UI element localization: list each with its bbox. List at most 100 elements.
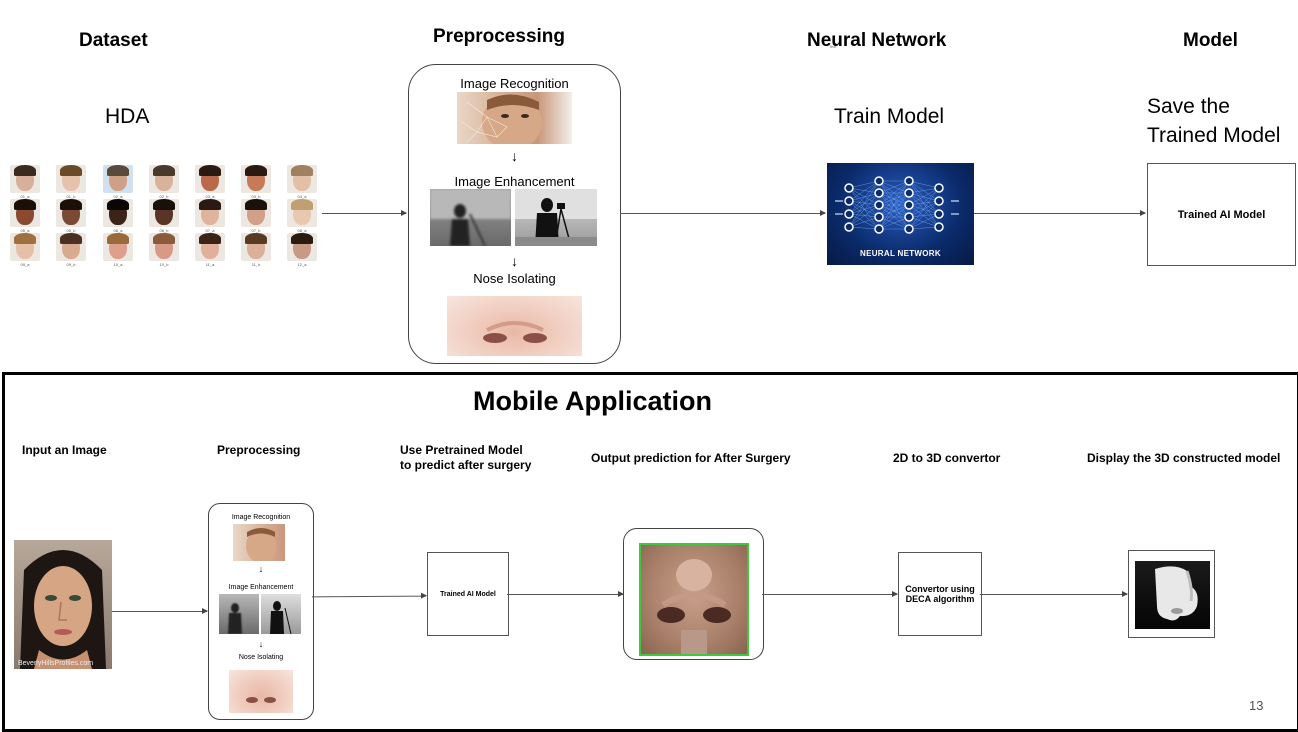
face-hair — [14, 233, 36, 244]
nn-node — [904, 212, 914, 222]
dataset-face-thumb — [10, 199, 40, 227]
output-prediction-panel — [623, 528, 764, 660]
dataset-face-thumb — [241, 233, 271, 261]
input-image-watermark: BeverlyHillsProfiles.com — [18, 660, 94, 667]
face-hair — [14, 199, 36, 210]
face-hair — [60, 233, 82, 244]
face-recognition-image — [457, 92, 572, 144]
arrow-dataset-to-preprocessing — [322, 210, 407, 216]
dataset-face-caption: 09_a — [20, 262, 30, 267]
step-display-label: Display the 3D constructed model — [1087, 451, 1281, 465]
mobile-application-title: Mobile Application — [473, 386, 712, 416]
down-arrow-1: ↓ — [511, 148, 518, 164]
dataset-face-caption: 11_a — [205, 262, 215, 267]
step-output-label: Output prediction for After Surgery — [591, 451, 791, 465]
mobile-image-enhancement-label: Image Enhancement — [228, 584, 294, 591]
arrow-nn-to-model — [974, 210, 1146, 216]
dataset-face-thumb — [195, 165, 225, 193]
arrow-preprocessing-to-nn — [620, 210, 826, 216]
face-hair — [291, 165, 313, 176]
dataset-face-caption: 05_b — [66, 228, 76, 233]
enhanced-cameraman-image — [515, 189, 597, 246]
dataset-face-caption: 10_a — [113, 262, 123, 267]
mobile-face-recognition-image — [233, 524, 285, 561]
dataset-face-caption: 07_b — [251, 228, 261, 233]
save-model-line1: Save the — [1147, 95, 1230, 118]
nn-node — [904, 200, 914, 210]
dataset-face-thumb — [149, 199, 179, 227]
dataset-title: Dataset — [79, 30, 148, 51]
nn-node — [934, 196, 944, 206]
nn-node — [904, 176, 914, 186]
preprocessing-title: Preprocessing — [433, 26, 565, 47]
step-input-label: Input an Image — [22, 443, 107, 457]
mobile-trained-ai-model-box: Trained AI Model — [427, 552, 509, 636]
arrow-input-to-preprocessing — [112, 608, 208, 614]
mobile-nose-isolating-label: Nose Isolating — [238, 654, 284, 661]
face-hair — [153, 199, 175, 210]
face-hair — [107, 233, 129, 244]
dataset-face-caption: 06_a — [113, 228, 123, 233]
dataset-face-caption: 12_a — [297, 262, 307, 267]
arrow-output-to-convertor — [762, 591, 898, 597]
nn-node — [874, 224, 884, 234]
dataset-face-thumb — [149, 233, 179, 261]
face-hair — [245, 199, 267, 210]
step-use-model-label: Use Pretrained Model to predict after su… — [400, 443, 531, 473]
dataset-face-thumb — [103, 199, 133, 227]
dataset-face-thumb — [56, 199, 86, 227]
dataset-face-caption: 11_b — [251, 262, 261, 267]
dataset-face-caption: 07_a — [205, 228, 215, 233]
nn-node — [874, 188, 884, 198]
output-nose-image — [639, 543, 749, 656]
nn-node — [874, 200, 884, 210]
dataset-face-caption: 03_b — [251, 194, 261, 199]
display-3d-model-box — [1128, 550, 1215, 638]
image-recognition-label: Image Recognition — [460, 76, 569, 91]
mobile-nose-isolated-image — [229, 670, 293, 713]
dataset-face-caption: 02_a — [113, 194, 123, 199]
dataset-face-thumb — [241, 165, 271, 193]
nn-node — [904, 224, 914, 234]
arrow-convertor-to-display — [980, 591, 1128, 597]
step-convertor-label: 2D to 3D convertor — [893, 451, 1001, 465]
face-hair — [153, 233, 175, 244]
3d-nose-render-image — [1135, 561, 1210, 629]
input-face-image: BeverlyHillsProfiles.com — [14, 540, 112, 669]
nn-node — [934, 222, 944, 232]
blurred-cameraman-image — [430, 189, 511, 246]
nose-isolating-label: Nose Isolating — [473, 271, 556, 286]
save-model-line2: Trained Model — [1147, 124, 1281, 147]
nn-node — [844, 209, 854, 219]
dataset-face-caption: 10_b — [159, 262, 169, 267]
dataset-face-caption: 05_a — [20, 228, 30, 233]
mobile-image-recognition-label: Image Recognition — [231, 514, 291, 521]
hda-label: HDA — [105, 105, 150, 128]
save-model-label: Save the Trained Model — [1147, 92, 1280, 150]
face-hair — [107, 199, 129, 210]
mobile-blurred-image — [219, 594, 259, 634]
train-model-label: Train Model — [834, 105, 945, 128]
nn-node — [844, 222, 854, 232]
convertor-line2: DECA algorithm — [905, 594, 975, 604]
face-hair — [60, 165, 82, 176]
neural-network-title: Neural Network — [807, 30, 947, 51]
nn-node — [844, 183, 854, 193]
convertor-line1: Convertor using — [905, 584, 975, 594]
nn-node — [874, 176, 884, 186]
nn-node — [934, 183, 944, 193]
dataset-face-thumb — [195, 199, 225, 227]
neural-network-subtext: Text — [829, 44, 837, 49]
dataset-face-caption: 09_b — [66, 262, 76, 267]
face-hair — [14, 165, 36, 176]
preprocessing-panel: Image Recognition ↓ Image Enhancement — [408, 64, 621, 364]
dataset-face-caption: 06_b — [159, 228, 169, 233]
dataset-face-thumb — [149, 165, 179, 193]
nn-node — [904, 188, 914, 198]
face-hair — [60, 199, 82, 210]
face-hair — [291, 199, 313, 210]
mobile-trained-ai-model-label: Trained AI Model — [440, 590, 496, 598]
dataset-face-thumb — [103, 233, 133, 261]
arrow-model-to-output — [507, 591, 624, 597]
dataset-face-caption: 04_a — [297, 194, 307, 199]
